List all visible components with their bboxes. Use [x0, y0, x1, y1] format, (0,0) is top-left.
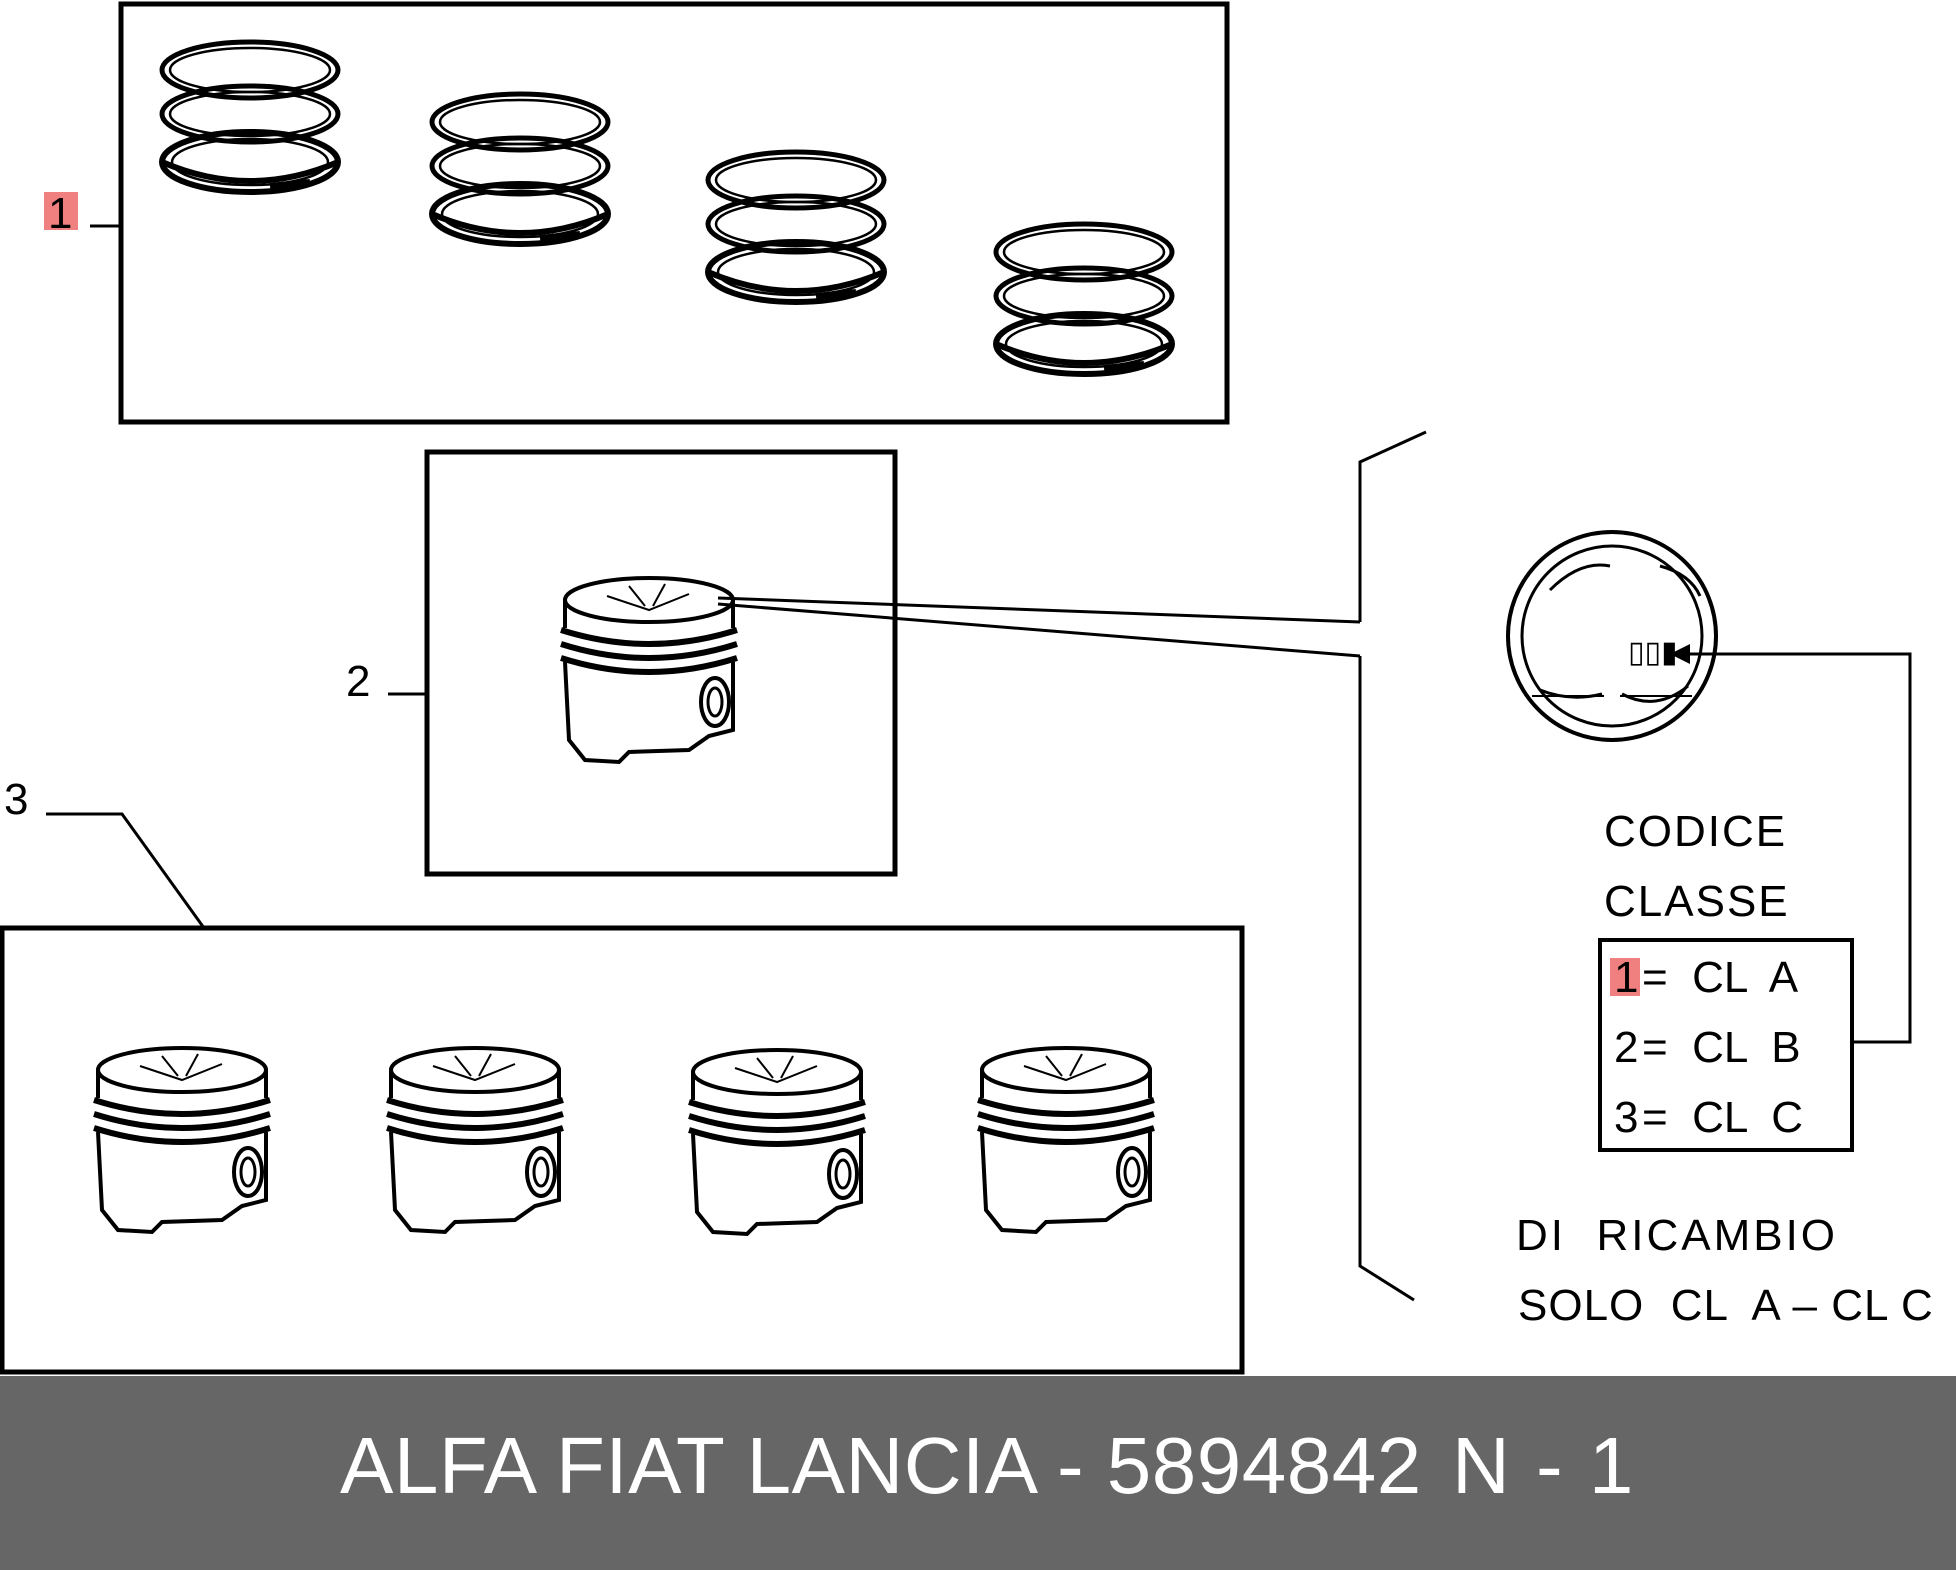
legend-row-1-highlight: [1610, 958, 1640, 996]
detail-bracket: [717, 430, 1427, 1302]
callout-1: 1: [44, 189, 121, 238]
sheet-number: N - 1: [1452, 1421, 1636, 1510]
legend-row-2-class: = CL B: [1642, 1023, 1801, 1072]
legend-row-1-class: = CL A: [1642, 953, 1799, 1002]
legend-arrow: [1670, 644, 1912, 1044]
callout-1-label: 1: [48, 189, 72, 238]
piston-1: [94, 1048, 270, 1232]
legend-row-3-code: 3: [1614, 1093, 1638, 1142]
rings-box: [118, 1, 1230, 425]
piston-box: [424, 449, 898, 877]
piston-single: [561, 578, 737, 762]
parts-diagram: 1 2 3 ▯▯▮: [0, 1, 1934, 1375]
ring-set-1: [162, 42, 338, 192]
pistons-box: [0, 925, 1245, 1375]
callout-3: 3: [4, 775, 206, 929]
ring-set-3: [708, 152, 884, 302]
callout-2: 2: [346, 657, 427, 706]
footer-bar: ALFA FIAT LANCIA - 5894842 N - 1: [0, 1376, 1956, 1570]
legend-note-2: SOLO CL A – CL C: [1518, 1281, 1934, 1330]
callout-2-label: 2: [346, 657, 370, 706]
legend-box: [1598, 938, 1854, 1152]
piston-3: [689, 1050, 865, 1234]
legend-row-2-code: 2: [1614, 1023, 1638, 1072]
piston-2: [387, 1048, 563, 1232]
piston-4: [978, 1048, 1154, 1232]
class-mark: ▯▯▮: [1628, 636, 1678, 669]
callout-3-label: 3: [4, 775, 28, 824]
callout-1-highlight: [44, 192, 78, 230]
part-title: ALFA FIAT LANCIA - 5894842: [340, 1421, 1422, 1510]
legend-row-1-code: 1: [1614, 953, 1638, 1002]
class-legend: CODICE CLASSE 1 = CL A 2 = CL B 3 = CL C…: [1516, 807, 1934, 1330]
legend-heading-2: CLASSE: [1604, 877, 1790, 926]
legend-row-3-class: = CL C: [1642, 1093, 1803, 1142]
piston-crown-top-view: ▯▯▮: [1506, 530, 1718, 742]
legend-heading-1: CODICE: [1604, 807, 1787, 856]
ring-set-4: [996, 224, 1172, 374]
ring-set-2: [432, 94, 608, 244]
legend-note-1: DI RICAMBIO: [1516, 1211, 1838, 1260]
